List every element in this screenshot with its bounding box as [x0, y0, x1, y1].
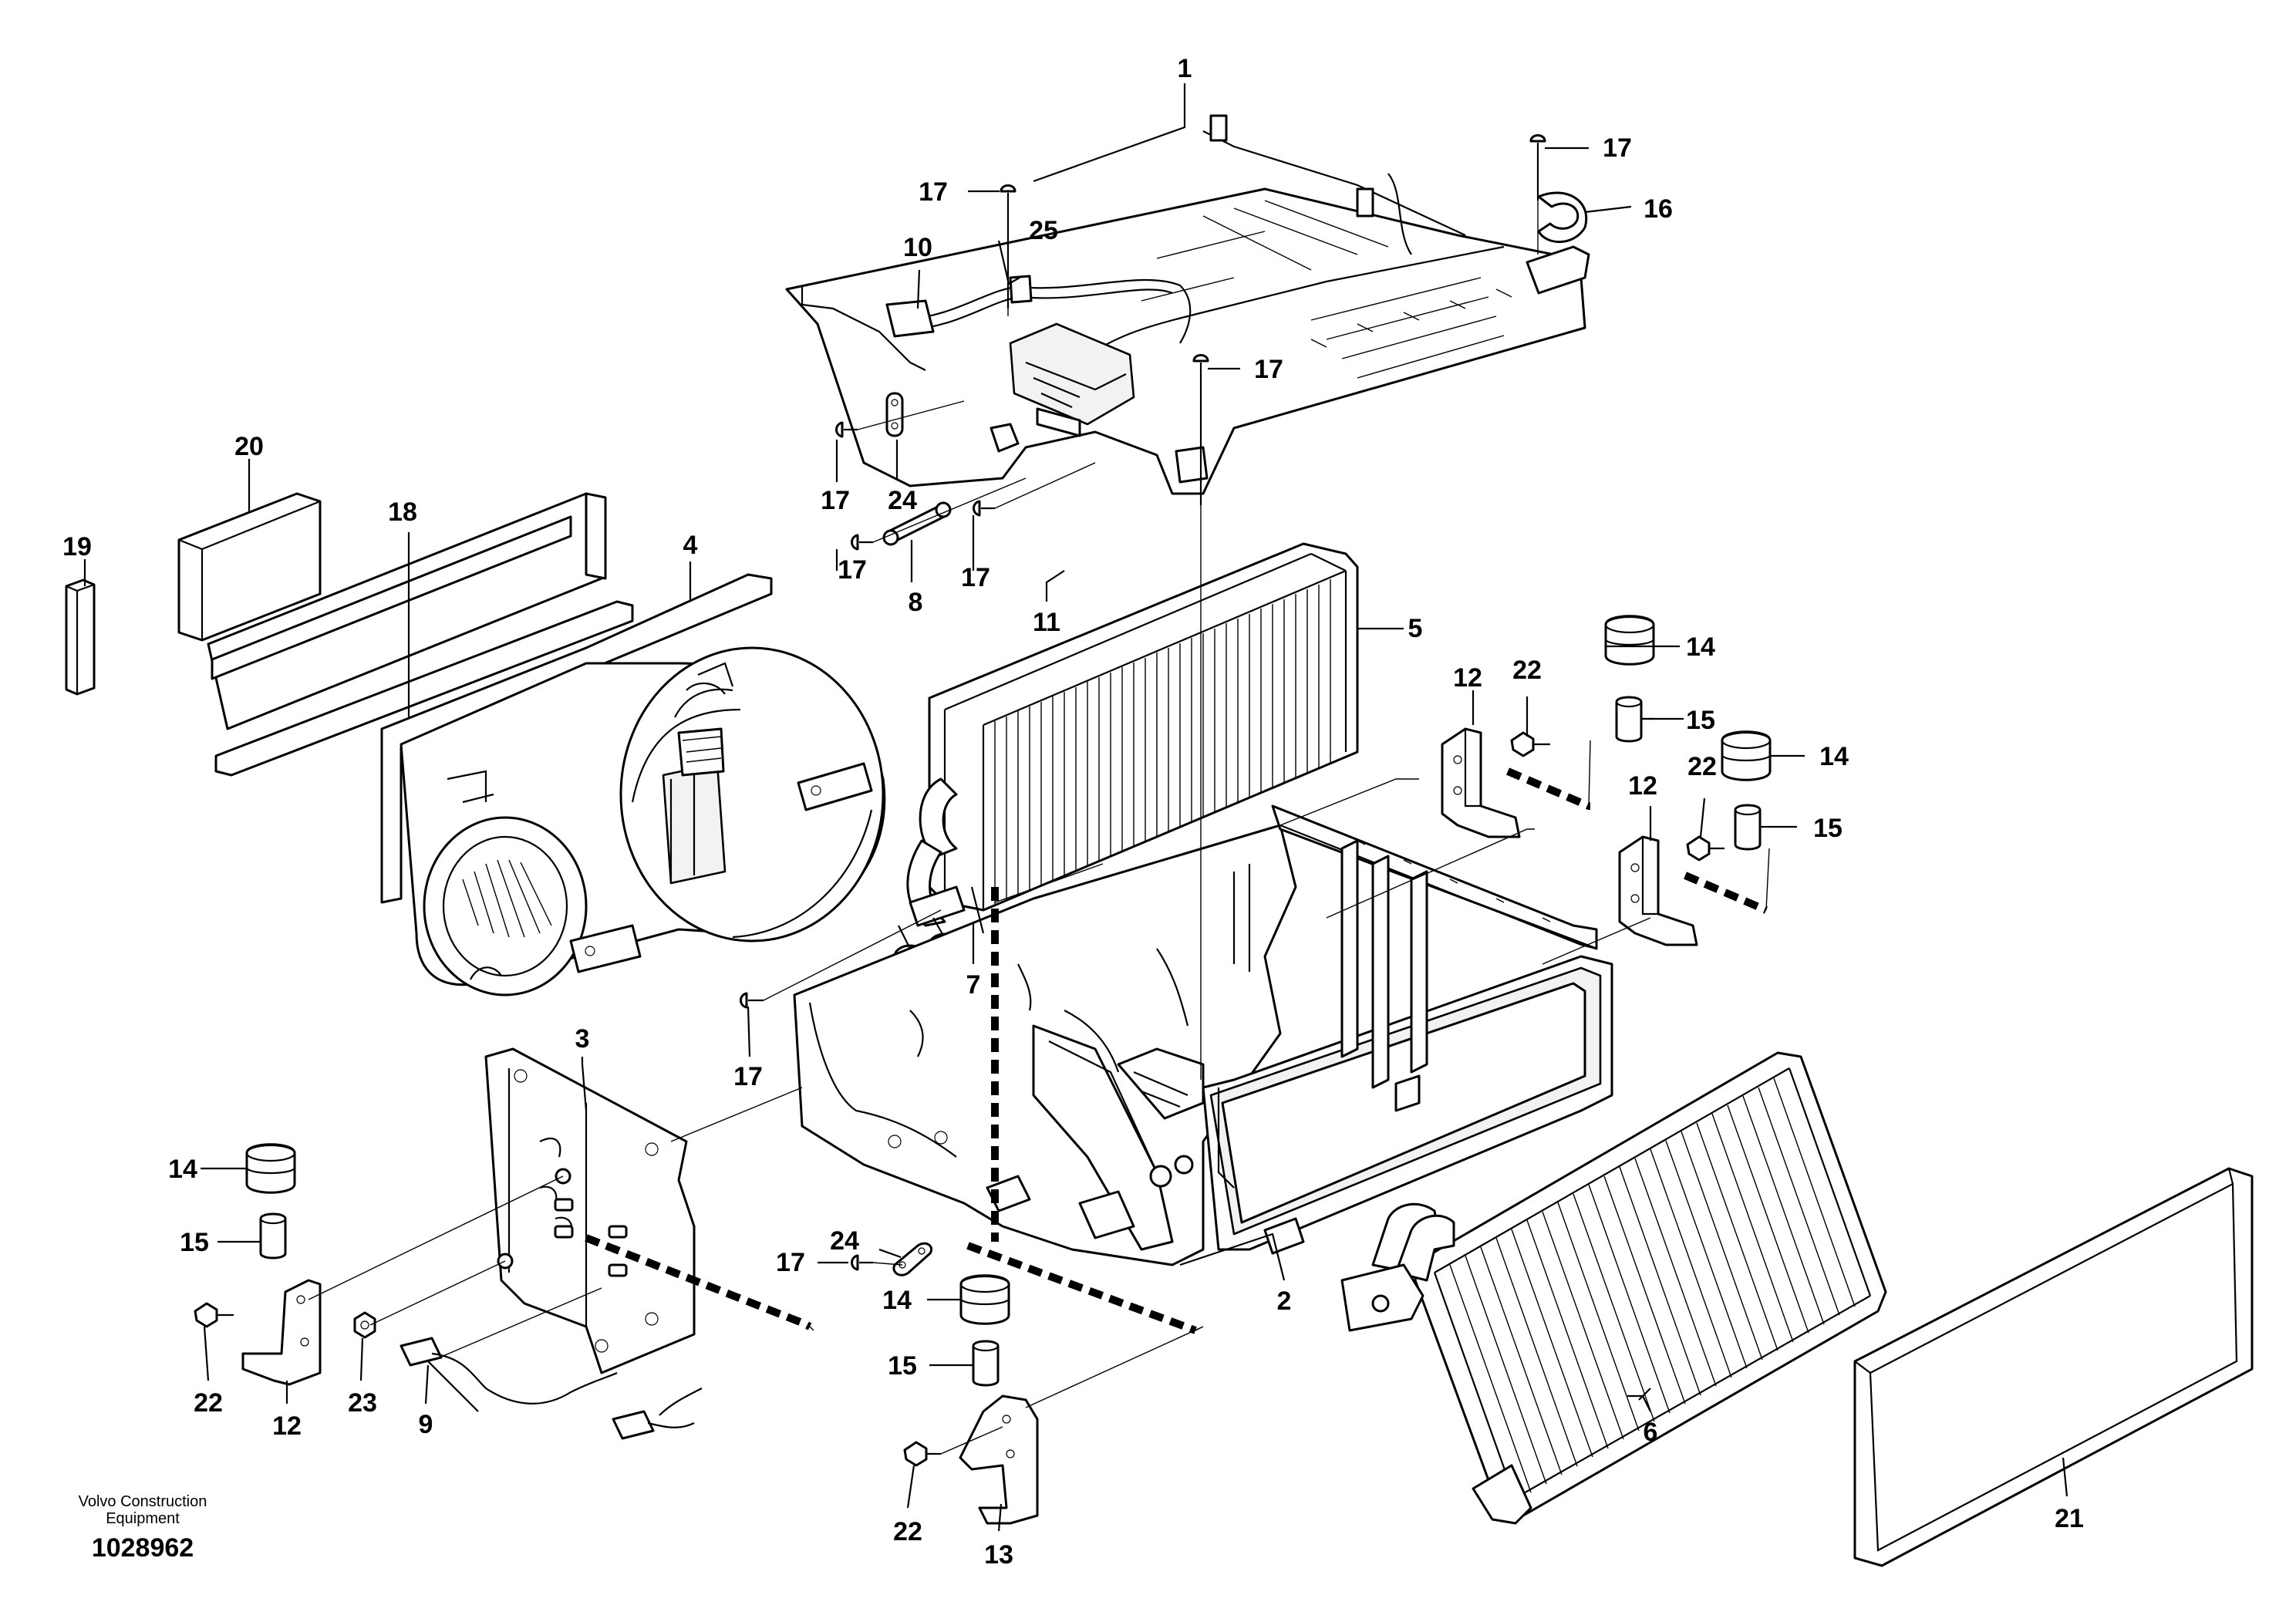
- mount-right-upper: [1604, 615, 1655, 743]
- callout-20: 20: [234, 432, 264, 461]
- callout-1: 1: [1178, 54, 1192, 83]
- callout-7: 7: [966, 970, 981, 1000]
- bracket-13: [959, 1394, 1039, 1525]
- clip-upper: [885, 392, 904, 437]
- evaporator-lower: [1340, 1051, 1887, 1525]
- callout-22b: 22: [1687, 752, 1717, 781]
- callout-15a: 15: [1686, 706, 1715, 735]
- callout-25: 25: [1029, 216, 1058, 245]
- callout-2: 2: [1277, 1286, 1292, 1316]
- gasket-frame: [1853, 1167, 2254, 1567]
- callout-22d: 22: [893, 1517, 922, 1546]
- caption-line-1: Volvo Construction: [78, 1493, 207, 1510]
- screws: [194, 134, 1725, 1467]
- callout-12a: 12: [1453, 663, 1482, 693]
- callout-18: 18: [388, 497, 417, 527]
- callout-17a: 17: [919, 177, 948, 207]
- heater-core-upper: [893, 542, 1359, 969]
- callout-3: 3: [575, 1024, 590, 1054]
- callout-14d: 14: [882, 1286, 912, 1315]
- callout-17h: 17: [776, 1248, 805, 1277]
- mount-left: [245, 1143, 296, 1259]
- callout-labels: 1 17 25 10 17 16 17 17 24 17 8 17 11 20 …: [62, 54, 2084, 1570]
- callout-13: 13: [984, 1540, 1013, 1570]
- bracket-right-upper: [1441, 727, 1521, 838]
- callout-14b: 14: [1819, 742, 1849, 771]
- callout-15d: 15: [888, 1351, 917, 1381]
- bracket-right-lower: [1618, 835, 1698, 946]
- top-housing-cover: [785, 114, 1590, 495]
- assembly-dashes: [585, 767, 1768, 1334]
- clip-lower: [892, 1242, 932, 1276]
- filter-frame-lower: [214, 600, 634, 777]
- callout-17f: 17: [961, 563, 990, 592]
- main-housing: [793, 804, 1613, 1266]
- mount-center: [959, 1274, 1010, 1387]
- manufacturer-caption: Volvo Construction Equipment: [54, 1493, 231, 1527]
- callout-22c: 22: [194, 1388, 223, 1418]
- callout-12b: 12: [1628, 771, 1657, 801]
- pipe-7: [970, 886, 985, 934]
- callout-15b: 15: [1813, 814, 1843, 843]
- resistor-module: [1009, 322, 1135, 437]
- filter-strip-19: [65, 578, 96, 696]
- callout-10: 10: [903, 233, 932, 262]
- callout-11: 11: [1033, 608, 1060, 637]
- callout-9: 9: [419, 1410, 433, 1439]
- filter-20: [177, 492, 322, 642]
- callout-8: 8: [909, 588, 923, 617]
- filter-frame-18: [207, 492, 607, 730]
- callout-15c: 15: [180, 1228, 209, 1257]
- assembly-lines: [308, 201, 1770, 1455]
- callout-4: 4: [683, 531, 698, 560]
- bracket-plate: [484, 1047, 696, 1374]
- callout-22a: 22: [1512, 656, 1542, 685]
- callout-17e: 17: [838, 555, 867, 585]
- callout-14a: 14: [1686, 632, 1715, 662]
- callout-17b: 17: [1603, 133, 1632, 163]
- hose-clamp: [1537, 191, 1588, 244]
- callout-17d: 17: [821, 486, 850, 515]
- callout-17c: 17: [1254, 355, 1283, 384]
- callout-16: 16: [1644, 194, 1673, 224]
- document-number: 1028962: [91, 1533, 194, 1563]
- mount-right-lower: [1721, 730, 1772, 851]
- callout-17g: 17: [733, 1062, 763, 1091]
- callout-21: 21: [2055, 1504, 2084, 1533]
- callout-12c: 12: [272, 1411, 302, 1441]
- callout-leaders: [83, 83, 2068, 1532]
- callout-23: 23: [348, 1388, 377, 1418]
- callout-14c: 14: [168, 1155, 197, 1184]
- callout-6: 6: [1644, 1418, 1658, 1447]
- wiring-harness: [885, 275, 1192, 344]
- blower-fan: [380, 573, 886, 996]
- callout-24a: 24: [888, 486, 917, 515]
- callout-24b: 24: [830, 1226, 859, 1256]
- bracket-left: [241, 1279, 322, 1386]
- callout-19: 19: [62, 532, 92, 561]
- sensor-harness: [400, 1337, 703, 1440]
- callout-5: 5: [1408, 614, 1423, 643]
- caption-line-2: Equipment: [106, 1510, 180, 1527]
